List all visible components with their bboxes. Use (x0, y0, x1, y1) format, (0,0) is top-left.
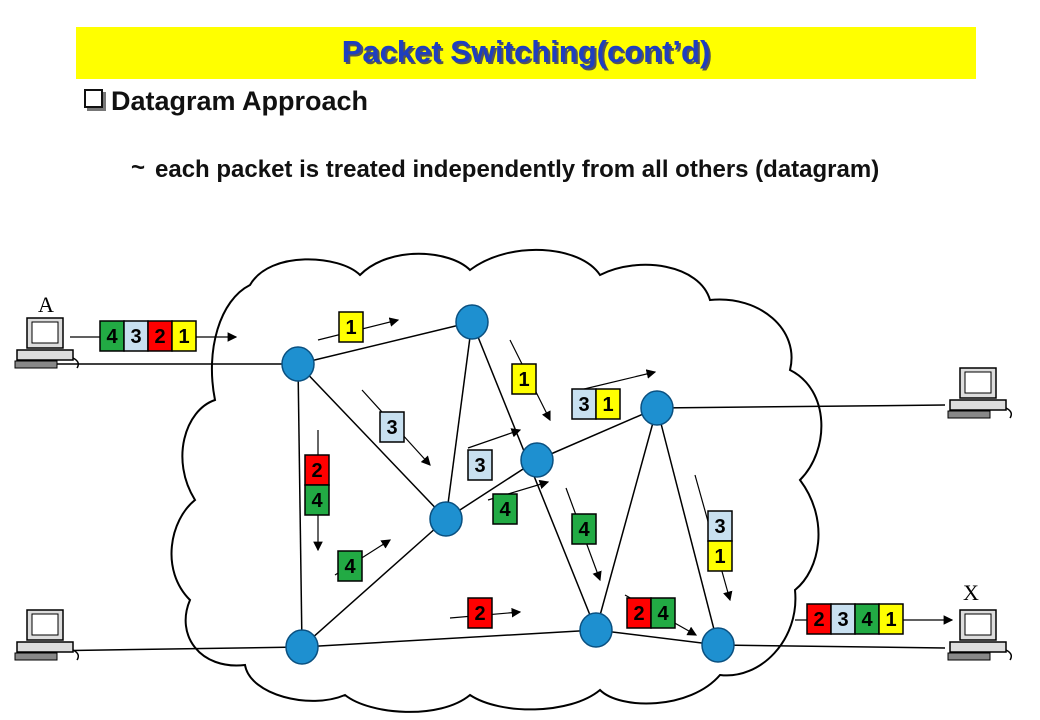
packet-3-center: 3 (467, 449, 493, 481)
router-node (429, 501, 463, 537)
packet-box (626, 597, 652, 629)
packet-box (511, 363, 537, 395)
packet-number: 3 (714, 516, 725, 538)
packet-box (830, 603, 856, 635)
packet-box (467, 597, 493, 629)
packet-number: 2 (813, 609, 824, 631)
computer-x-icon (947, 609, 1013, 661)
packet-number: 2 (154, 326, 165, 348)
square-bullet-icon (84, 89, 103, 108)
packet-number: 1 (345, 317, 356, 339)
packet-box (467, 449, 493, 481)
packet-2-4-stack: 24 (304, 454, 330, 516)
packet-box (878, 603, 904, 635)
packet-4-right: 4 (571, 513, 597, 545)
packet-box (854, 603, 880, 635)
bullet-item: Datagram Approach (84, 86, 368, 117)
packet-2-bottom: 2 (467, 597, 493, 629)
packet-number: 3 (837, 609, 848, 631)
packet-number: 2 (633, 603, 644, 625)
packet-box (304, 484, 330, 516)
router-node (455, 304, 489, 340)
subpoint-marker: ~ (131, 154, 146, 181)
packet-box (379, 411, 405, 443)
bullet-text: Datagram Approach (111, 86, 369, 116)
network-links (39, 321, 946, 652)
packet-box (571, 513, 597, 545)
subpoint-text: each packet is treated independently fro… (155, 156, 880, 183)
packet-number: 4 (106, 326, 118, 348)
packet-number: 1 (885, 609, 896, 631)
packet-box (492, 493, 518, 525)
packet-number: 4 (578, 519, 590, 541)
router-node (701, 627, 735, 663)
router-node (281, 346, 315, 382)
packet-3-left: 3 (379, 411, 405, 443)
packet-number: 1 (602, 394, 613, 416)
title-banner: Packet Switching(cont’d) (76, 27, 976, 79)
packet-box (338, 311, 364, 343)
packet-box (304, 454, 330, 486)
packet-box (595, 388, 621, 420)
router-node (520, 442, 554, 478)
computer-b-icon (947, 367, 1013, 419)
page-title: Packet Switching(cont’d) (341, 34, 711, 69)
packet-number: 4 (657, 603, 669, 625)
computer-a-icon (14, 317, 80, 369)
packet-1-mid: 1 (511, 363, 537, 395)
packet-number: 3 (130, 326, 141, 348)
packet-box (806, 603, 832, 635)
router-node (579, 612, 613, 648)
packet-box (171, 320, 197, 352)
packet-number: 1 (518, 369, 529, 391)
packet-1-top: 1 (338, 311, 364, 343)
packet-number: 3 (578, 394, 589, 416)
packet-3-1-stack: 31 (707, 510, 733, 572)
packet-number: 4 (344, 556, 356, 578)
packet-number: 4 (499, 499, 511, 521)
packet-number: 3 (474, 455, 485, 477)
packet-number: 2 (311, 460, 322, 482)
packet-number: 2 (474, 603, 485, 625)
router-node (285, 629, 319, 665)
packet-box (147, 320, 173, 352)
packet-number: 1 (714, 546, 725, 568)
packet-box (707, 540, 733, 572)
host-label-x: X (963, 580, 979, 605)
computer-c-icon (14, 609, 80, 661)
host-label-a: A (38, 292, 54, 317)
packet-4-bottom-left: 4 (337, 550, 363, 582)
packet-box (337, 550, 363, 582)
network-cloud (170, 248, 823, 713)
packet-number: 4 (861, 609, 873, 631)
packet-number: 4 (311, 490, 323, 512)
packet-4-center: 4 (492, 493, 518, 525)
packet-number: 1 (178, 326, 189, 348)
router-node (640, 390, 674, 426)
packet-box (571, 388, 597, 420)
packet-box (650, 597, 676, 629)
packet-number: 3 (386, 417, 397, 439)
packet-box (123, 320, 149, 352)
